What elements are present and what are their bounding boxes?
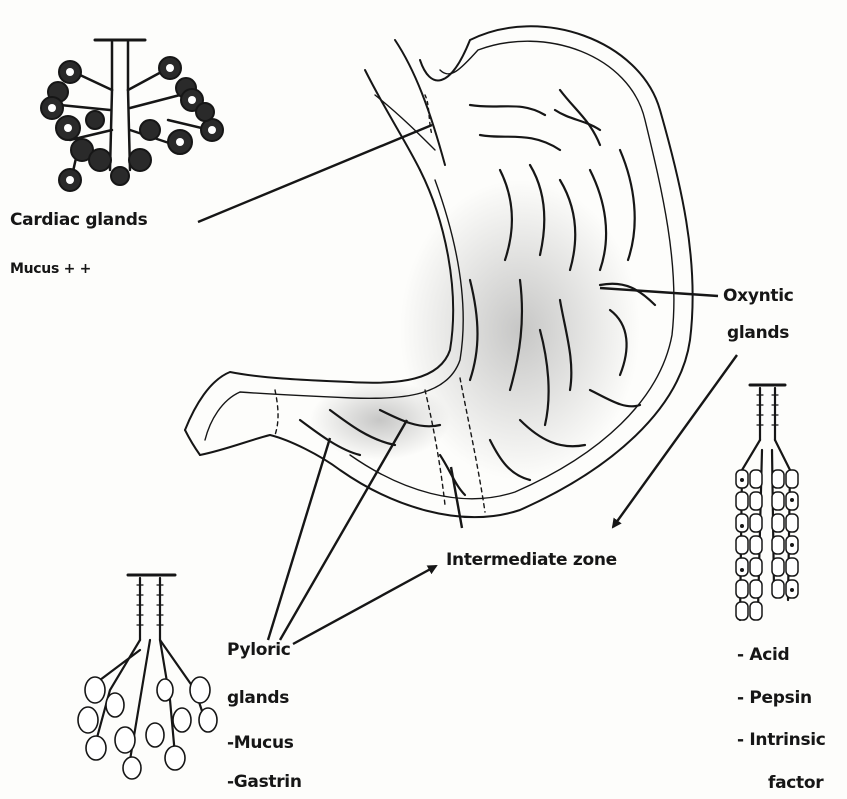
antrum-shading	[310, 380, 450, 460]
pyloric-label-line1: Pyloric	[227, 642, 291, 659]
cardiac-secretion-label: Mucus + +	[10, 262, 91, 276]
oxyntic-label-line1: Oxyntic	[723, 288, 794, 305]
esophagus-outer-right	[395, 40, 445, 165]
oxyntic-secretion-factor: factor	[768, 775, 823, 792]
pyloric-secretion-gastrin: -Gastrin	[227, 774, 302, 791]
pyloric-label-line2: glands	[227, 690, 289, 707]
oxyntic-secretion-intrinsic: - Intrinsic	[737, 732, 826, 749]
duodenum-end	[185, 430, 200, 455]
cardiac-glands-label: Cardiac glands	[10, 212, 147, 229]
esophagus-outer-left	[365, 70, 420, 170]
oxyntic-gland-drawing	[736, 385, 798, 620]
pyloric-pointer-line-1	[268, 438, 330, 640]
stomach	[185, 26, 693, 517]
pyloric-boundary	[275, 390, 278, 435]
cardiac-gland-drawing	[41, 40, 223, 191]
pyloric-secretion-mucus: -Mucus	[227, 735, 294, 752]
pyloric-gland-drawing	[78, 575, 217, 779]
oxyntic-secretion-pepsin: - Pepsin	[737, 690, 812, 707]
cardia-boundary	[425, 95, 432, 135]
pyloric-to-intermediate-arrow	[293, 566, 436, 644]
oxyntic-label-line2: glands	[727, 325, 789, 342]
oxyntic-secretion-acid: - Acid	[737, 647, 789, 664]
cardiac-pointer-line	[198, 125, 432, 222]
intermediate-zone-label: Intermediate zone	[446, 552, 617, 569]
